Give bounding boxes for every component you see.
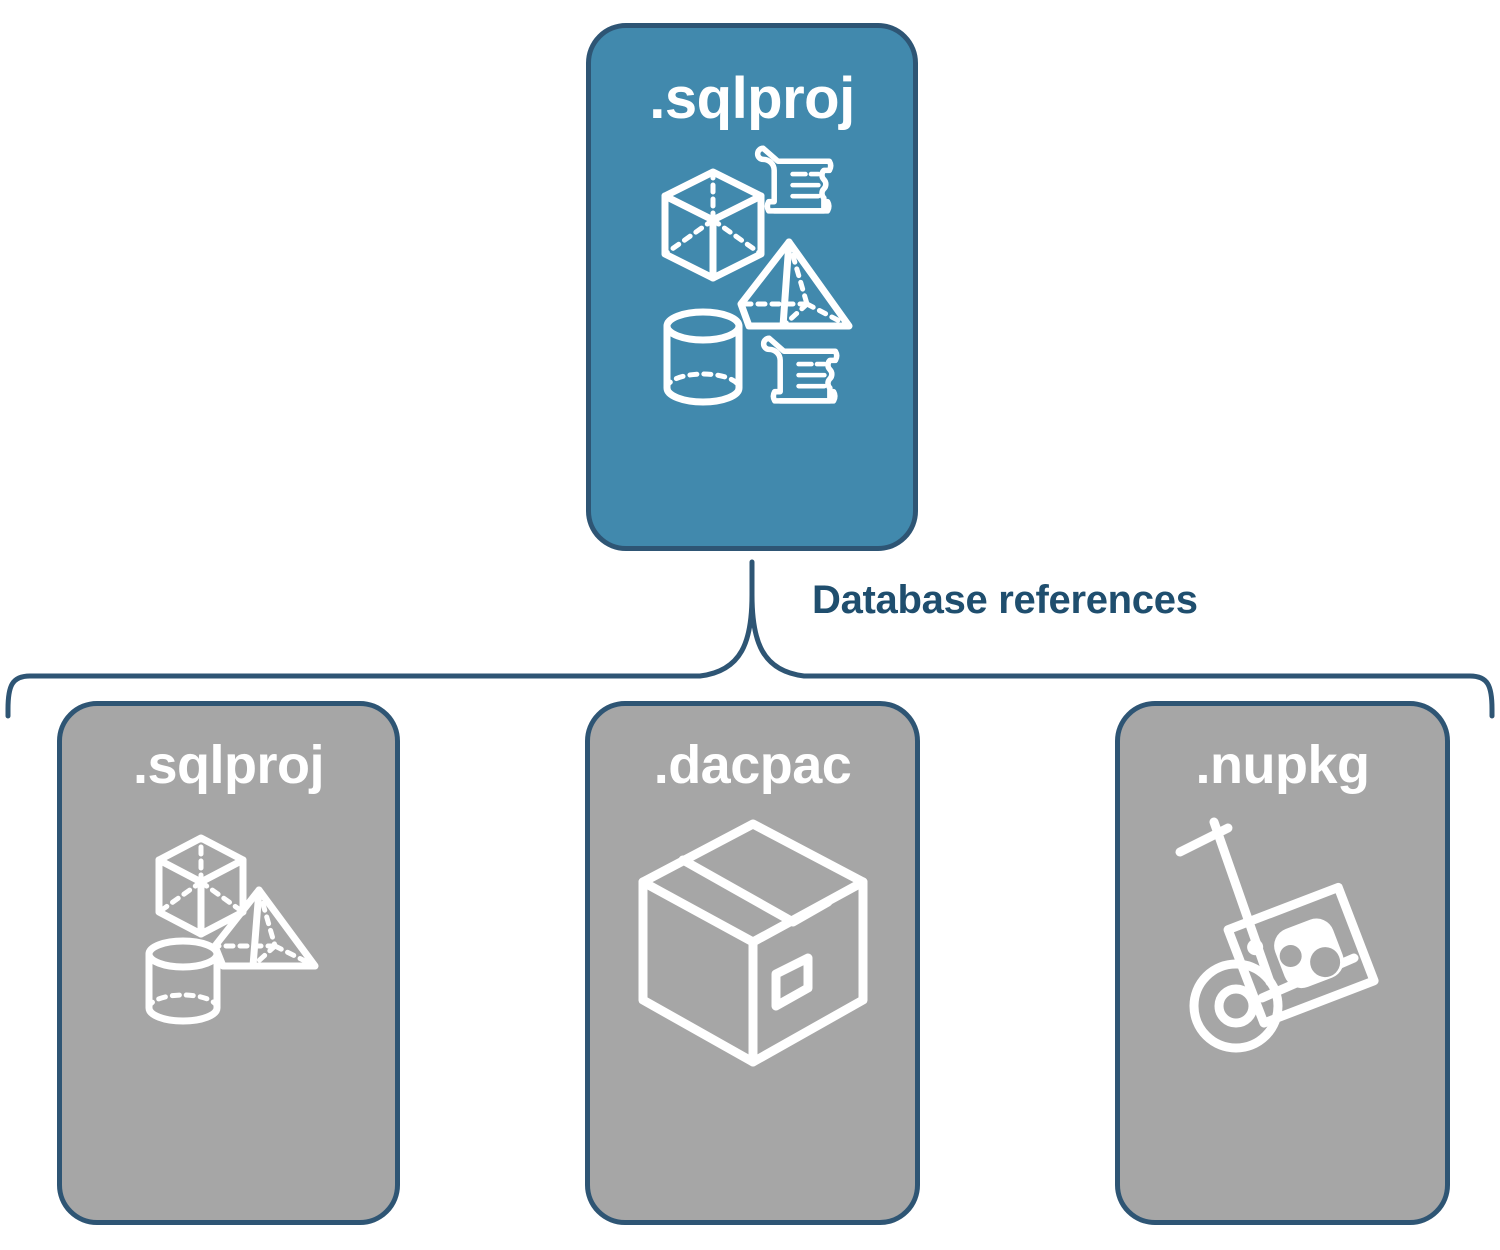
card-reference-nupkg[interactable]: .nupkg <box>1115 701 1450 1225</box>
card-title: .dacpac <box>653 735 852 795</box>
database-objects-icon-group <box>637 144 867 429</box>
cylinder-wireframe-icon <box>663 308 743 406</box>
card-title: .nupkg <box>1195 735 1370 795</box>
database-objects-icon-group <box>119 810 339 1035</box>
nuget-package-icon <box>1223 882 1379 1028</box>
scroll-script-icon <box>760 335 840 404</box>
hand-truck-icon-group <box>1158 810 1408 1085</box>
cylinder-wireframe-icon <box>145 937 220 1025</box>
pyramid-wireframe-icon <box>737 238 853 330</box>
cube-wireframe-icon <box>661 168 765 282</box>
card-reference-dacpac[interactable]: .dacpac <box>585 701 920 1225</box>
card-root-sqlproj[interactable]: .sqlproj <box>586 23 918 551</box>
card-title: .sqlproj <box>649 66 855 131</box>
cube-wireframe-icon <box>155 834 246 938</box>
shipping-box-icon-group <box>628 810 878 1085</box>
card-reference-sqlproj[interactable]: .sqlproj <box>57 701 400 1225</box>
pyramid-wireframe-icon <box>211 886 318 970</box>
scroll-script-icon <box>754 145 834 214</box>
shipping-box-icon <box>638 819 867 1067</box>
database-references-brace <box>5 559 1495 719</box>
card-title: .sqlproj <box>132 735 325 795</box>
connector-label: Database references <box>812 578 1198 622</box>
